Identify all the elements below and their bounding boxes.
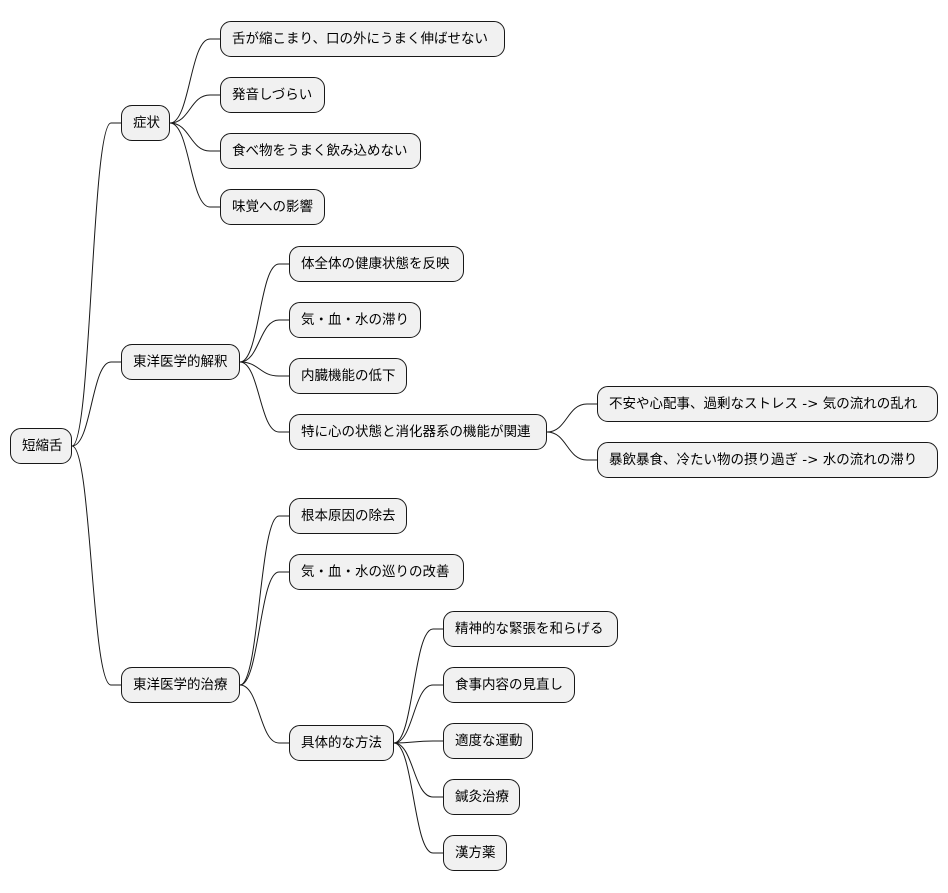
connector-line [71, 122, 121, 447]
interpretation-node[interactable]: 体全体の健康状態を反映 [289, 246, 464, 282]
treatment-node[interactable]: 気・血・水の巡りの改善 [289, 554, 464, 590]
connector-line [546, 403, 597, 433]
cause-node[interactable]: 不安や心配事、過剰なストレス -> 気の流れの乱れ [597, 386, 938, 422]
branch-interpretation[interactable]: 東洋医学的解釈 [121, 344, 240, 380]
connector-line [71, 361, 121, 447]
method-node[interactable]: 鍼灸治療 [443, 779, 520, 815]
connector-line [546, 431, 597, 461]
connector-line [239, 361, 289, 377]
symptom-node[interactable]: 味覚への影響 [220, 189, 325, 225]
connector-line [169, 122, 220, 208]
interpretation-node[interactable]: 内臓機能の低下 [289, 358, 407, 394]
connector-line [169, 38, 220, 124]
treatment-node[interactable]: 根本原因の除去 [289, 498, 407, 534]
connector-line [393, 742, 443, 854]
cause-node[interactable]: 暴飲暴食、冷たい物の摂り過ぎ -> 水の流れの滞り [597, 442, 938, 478]
connector-line [71, 445, 121, 686]
branch-symptoms[interactable]: 症状 [121, 105, 170, 141]
connector-line [169, 122, 220, 152]
connector-line [239, 515, 289, 686]
connector-line [239, 361, 289, 433]
branch-treatment[interactable]: 東洋医学的治療 [121, 667, 240, 703]
connector-line [393, 742, 443, 798]
symptom-node[interactable]: 発音しづらい [220, 77, 325, 113]
interpretation-node[interactable]: 気・血・水の滞り [289, 302, 421, 338]
interpretation-node[interactable]: 特に心の状態と消化器系の機能が関連 [289, 414, 547, 450]
method-node[interactable]: 漢方薬 [443, 835, 507, 871]
connector-line [169, 94, 220, 124]
symptom-node[interactable]: 舌が縮こまり、口の外にうまく伸ばせない [220, 21, 505, 57]
connector-line [239, 684, 289, 744]
root-node[interactable]: 短縮舌 [10, 428, 72, 464]
method-node[interactable]: 食事内容の見直し [443, 667, 575, 703]
symptom-node[interactable]: 食べ物をうまく飲み込めない [220, 133, 421, 169]
connector-line [393, 740, 443, 744]
connector-line [239, 571, 289, 686]
connector-line [393, 628, 443, 744]
connector-line [393, 684, 443, 744]
method-node[interactable]: 適度な運動 [443, 723, 533, 759]
connector-line [239, 319, 289, 363]
treatment-node[interactable]: 具体的な方法 [289, 725, 394, 761]
method-node[interactable]: 精神的な緊張を和らげる [443, 611, 618, 647]
connector-line [239, 263, 289, 363]
